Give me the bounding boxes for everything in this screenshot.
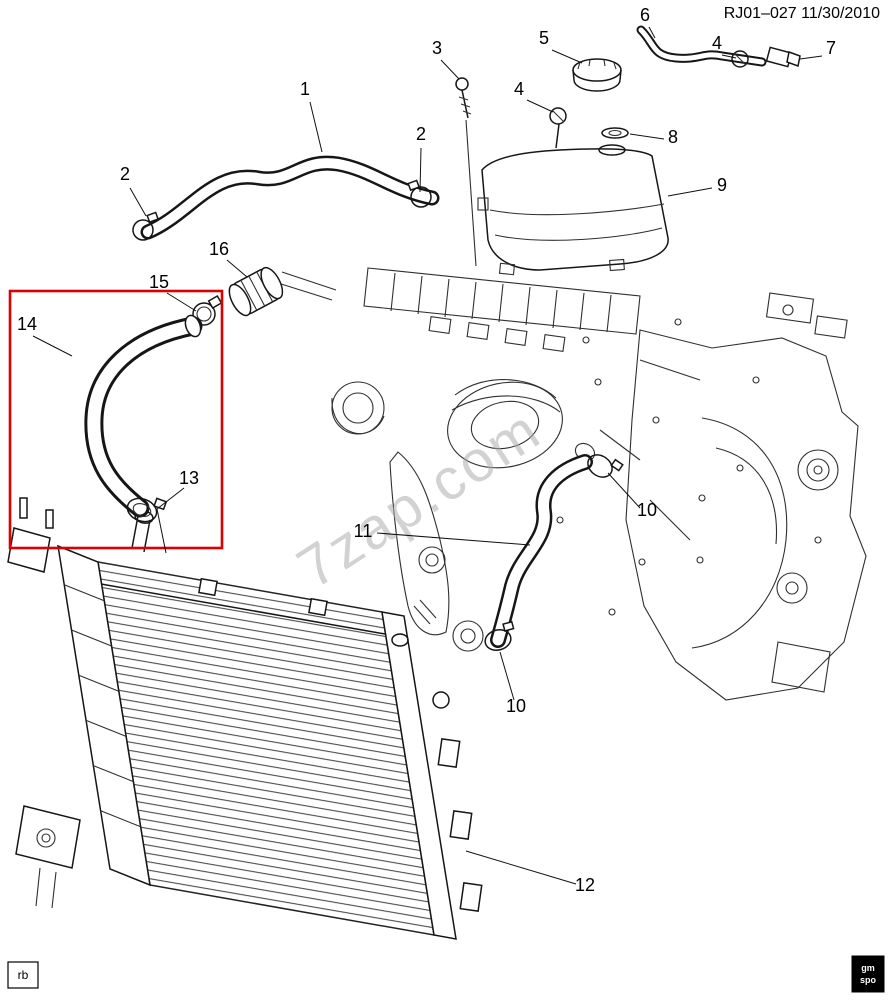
- callout-15[interactable]: 15: [149, 272, 169, 292]
- radiator-clip: [437, 738, 461, 768]
- callout-16[interactable]: 16: [209, 239, 229, 259]
- mounting-pin: [45, 509, 54, 529]
- callout-10-lower[interactable]: 10: [506, 696, 526, 716]
- hose-clamp: [484, 620, 515, 651]
- coil-pack: [428, 316, 566, 352]
- callout-5[interactable]: 5: [539, 28, 549, 48]
- hose-clamp: [549, 107, 567, 149]
- callout-13[interactable]: 13: [179, 468, 199, 488]
- callout-14[interactable]: 14: [17, 314, 37, 334]
- callout-12[interactable]: 12: [575, 875, 595, 895]
- footer-left-box: rb: [7, 961, 39, 989]
- radiator-clip: [459, 882, 483, 912]
- callout-9[interactable]: 9: [717, 175, 727, 195]
- callout-6[interactable]: 6: [640, 5, 650, 25]
- callout-4-right[interactable]: 4: [712, 33, 722, 53]
- hose-clamp: [132, 211, 160, 241]
- heater-hose: [490, 454, 593, 648]
- callout-2-right[interactable]: 2: [416, 124, 426, 144]
- hose-connector: [228, 266, 284, 317]
- reservoir-cap: [572, 58, 622, 92]
- callout-8[interactable]: 8: [668, 127, 678, 147]
- footer-logo-top: gm: [861, 963, 875, 973]
- doc-code: RJ01–027 11/30/2010: [724, 5, 880, 22]
- footer-logo: gm spo: [851, 955, 885, 993]
- radiator-foot-bracket: [15, 805, 81, 869]
- footer-logo-bottom: spo: [860, 975, 877, 985]
- callout-11[interactable]: 11: [354, 521, 373, 541]
- radiator-inlet-pipe: [131, 515, 139, 549]
- hose-clamp: [731, 50, 749, 68]
- callout-7[interactable]: 7: [826, 38, 836, 58]
- callout-3[interactable]: 3: [432, 38, 442, 58]
- hose-clamp: [587, 454, 624, 478]
- hose-clamp: [407, 179, 432, 208]
- callout-4-left[interactable]: 4: [514, 79, 524, 99]
- engine-assembly: [277, 267, 867, 701]
- sensor-fitting: [765, 46, 801, 68]
- radiator: [7, 497, 483, 940]
- callouts: 1 2 2 3 4 4 5 6 7 8 9 10 10 11 12 13 14 …: [17, 5, 836, 895]
- callout-10-upper[interactable]: 10: [637, 500, 657, 520]
- reservoir-neck: [598, 144, 626, 156]
- seal-ring: [601, 127, 629, 139]
- mounting-bolt: [455, 77, 477, 267]
- radiator-left-tank: [57, 544, 151, 887]
- mounting-pin: [19, 497, 28, 519]
- overflow-hose: [636, 25, 767, 67]
- callout-2-left[interactable]: 2: [120, 164, 130, 184]
- footer-left-label: rb: [18, 968, 29, 982]
- radiator-clip: [449, 810, 473, 840]
- hose-clamp: [126, 497, 168, 523]
- hose-clamp: [192, 295, 223, 326]
- highlight-box: [8, 289, 224, 550]
- radiator-right-tank: [381, 611, 457, 940]
- callout-1[interactable]: 1: [300, 79, 310, 99]
- callout-leaders: [32, 26, 823, 885]
- coolant-reservoir: [477, 144, 669, 276]
- lower-radiator-hose: [84, 314, 203, 518]
- upper-radiator-hose: [140, 155, 440, 240]
